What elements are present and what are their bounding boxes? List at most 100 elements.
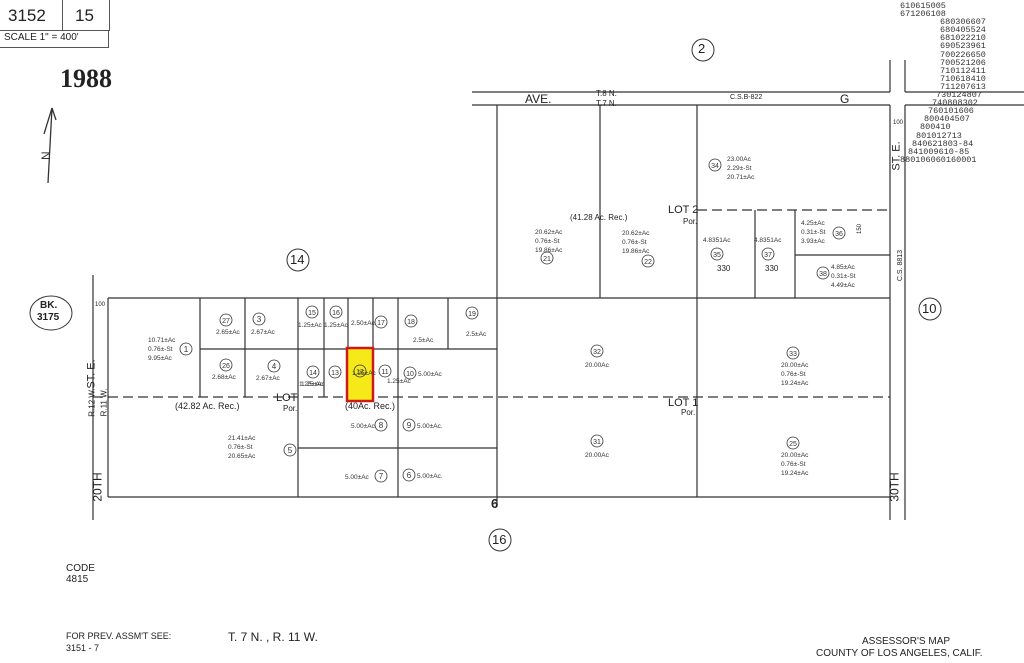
parcel-5-circle (283, 443, 297, 457)
lot-left-label: LOT (276, 392, 298, 404)
parcel-18-circle (404, 314, 418, 328)
code-value: 4815 (66, 574, 89, 585)
lot2-por: Por. (683, 217, 698, 226)
ave-g-cs: C.S.B-822 (730, 94, 763, 101)
adjacent-bottom-circle (488, 528, 512, 552)
parcel-38-area-0: 4.85±Ac (831, 264, 856, 271)
parcel-26-number: 26 (222, 363, 230, 370)
revision-code: 730124807 (936, 90, 982, 101)
revision-code: 710618410 (940, 73, 986, 84)
parcel-12-number: 12 (356, 369, 364, 376)
parcel-31-number: 31 (593, 439, 601, 446)
parcel-1-area-1: 0.76±-St (148, 346, 173, 353)
parcel-22-area-1: 0.76±-St (622, 239, 647, 246)
page-number: 15 (75, 6, 94, 25)
ave-g-letter: G (840, 92, 850, 106)
revision-code: 801012713 (916, 130, 962, 141)
parcel-35-circle (710, 247, 724, 261)
parcel-3-area-0: 2.67±Ac (251, 329, 276, 336)
parcel-21-circle (540, 251, 554, 265)
revision-code: 680405524 (940, 25, 986, 36)
parcel-7-circle (374, 469, 388, 483)
parcel-4-number: 4 (272, 362, 277, 371)
revision-code: 840621803-84 (912, 138, 974, 149)
parcel-36-number: 36 (835, 231, 843, 238)
parcel-38-circle (816, 266, 830, 280)
revision-code: 610615005 (900, 1, 946, 11)
parcel-19-circle (465, 306, 479, 320)
parcel-36-circle (832, 226, 846, 240)
parcel-38-number: 38 (819, 271, 827, 278)
parcel-15-area-0: 1.25±Ac (298, 322, 323, 329)
parcel-6-circle (402, 468, 416, 482)
parcel-31-area-0: 20.00Ac (585, 452, 610, 459)
north-label: N (39, 151, 53, 160)
township-range: T. 7 N. , R. 11 W. (228, 630, 318, 644)
parcel-33-area-0: 20.00±Ac (781, 362, 809, 369)
rec-left: (42.82 Ac. Rec.) (175, 401, 240, 411)
parcel-21-area-2: 19.86±Ac (535, 247, 563, 254)
revision-code: 800410 (920, 122, 951, 133)
parcel-32-number: 32 (593, 349, 601, 356)
parcel-10-number: 10 (406, 371, 414, 378)
parcel-12-area-0: 1.25±Ac (352, 370, 377, 377)
parcel-25-area-0: 20.00±Ac (781, 452, 809, 459)
parcel-33-number: 33 (789, 351, 797, 358)
prev-assmt-line1: FOR PREV. ASSM'T SEE: (66, 631, 172, 641)
parcel-36-area-1: 0.31±-St (801, 229, 826, 236)
t8n-label: T.8 N. (596, 89, 617, 98)
parcel-38-area-2: 4.49±Ac (831, 282, 856, 289)
parcel-16-number: 16 (332, 310, 340, 317)
parcel-19-number: 19 (468, 311, 476, 318)
bk-circle (29, 295, 73, 331)
revision-code: 711207613 (940, 81, 986, 92)
parcel-19-area-0: 2.5±Ac (466, 331, 487, 338)
parcel-8-circle (374, 418, 388, 432)
parcel-5-area-0: 21.41±Ac (228, 435, 256, 442)
adjacent-bottom-number: 16 (492, 532, 507, 547)
lot2-label: LOT 2 (668, 204, 699, 216)
section-number: 6 (491, 496, 499, 511)
rec-mid: (40Ac. Rec.) (345, 401, 396, 411)
parcel-16-circle (329, 305, 343, 319)
parcel-7-number: 7 (379, 472, 384, 481)
r12w-label: R.12 W. (87, 388, 97, 417)
prev-assmt-line2: 3151 - 7 (66, 643, 100, 653)
parcel-33-area-1: 0.76±-St (781, 371, 806, 378)
parcel-9-number: 9 (407, 421, 412, 430)
parcel-25-area-1: 0.76±-St (781, 461, 806, 468)
parcel-5-area-1: 0.76±-St (228, 444, 253, 451)
parcel-26-circle (219, 358, 233, 372)
code-label: CODE (66, 563, 95, 574)
parcel-18-area-0: 2.5±Ac (413, 337, 434, 344)
revision-code: 760101606 (928, 106, 974, 117)
parcel-22-area-0: 20.62±Ac (622, 230, 650, 237)
parcel-37-circle (761, 247, 775, 261)
dim-330-a: 330 (717, 264, 731, 273)
parcel-25-number: 25 (789, 441, 797, 448)
parcel-6-number: 6 (407, 471, 412, 480)
county-title: COUNTY OF LOS ANGELES, CALIF. (816, 648, 983, 659)
parcel-38-area-1: 0.31±-St (831, 273, 856, 280)
bk-number: 3175 (37, 312, 60, 323)
parcel-7-area-0: 5.00±Ac (345, 474, 370, 481)
parcel-3-number: 3 (257, 315, 262, 324)
parcel-14-number: 14 (309, 370, 317, 377)
parcel-22-area-2: 19.86±Ac (622, 248, 650, 255)
thirtieth-street: 30TH (887, 472, 902, 502)
lot-left-por: Por. (283, 404, 298, 413)
revision-code: 681022210 (940, 33, 986, 44)
parcel-25-area-2: 19.24±Ac (781, 470, 809, 477)
adjacent-top-number: 2 (698, 41, 706, 56)
parcel-18-number: 18 (407, 319, 415, 326)
parcel-35-area-0: 4.8351Ac (703, 237, 731, 244)
parcel-37-area-0: 4.8351Ac (754, 237, 782, 244)
dim-150: 150 (857, 223, 864, 235)
book-number: 3152 (8, 6, 46, 25)
assessor-map-title: ASSESSOR'S MAP (862, 636, 951, 647)
parcel-34-area-0: 23.00Ac (727, 156, 752, 163)
revision-code: 880106060160001 (900, 154, 977, 165)
adjacent-left-number: 14 (290, 252, 305, 267)
revision-code: 671206108 (900, 9, 946, 20)
